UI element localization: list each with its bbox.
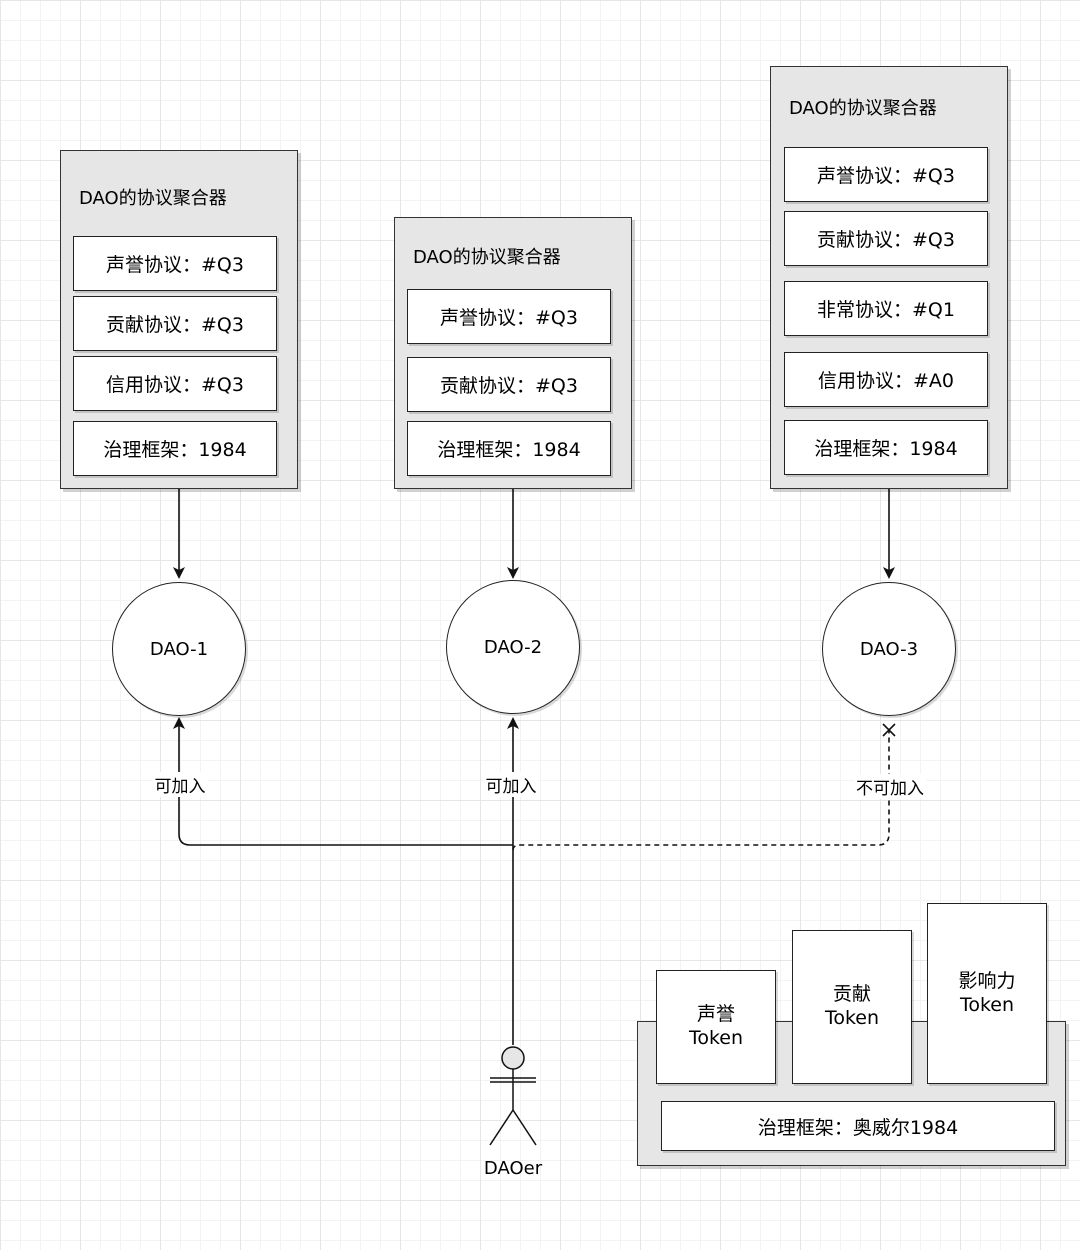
protocol-item: 非常协议：#Q1 <box>784 281 988 336</box>
reputation-token: 声誉 Token <box>656 970 776 1084</box>
edge-daoer-dao1 <box>173 717 513 846</box>
edge-label-dao1: 可加入 <box>152 772 208 797</box>
token-suffix: Token <box>688 1027 744 1049</box>
protocol-item: 贡献协议：#Q3 <box>407 357 611 412</box>
protocol-item: 贡献协议：#Q3 <box>73 296 277 351</box>
protocol-item: 信用协议：#Q3 <box>73 356 277 411</box>
protocol-item: 声誉协议：#Q3 <box>73 236 277 291</box>
token-name: 贡献 <box>832 983 871 1006</box>
contribution-token: 贡献 Token <box>792 930 912 1084</box>
token-suffix: Token <box>824 1007 880 1029</box>
blocked-cross-icon <box>882 723 896 737</box>
actor-figure-icon <box>489 1046 537 1146</box>
token-suffix: Token <box>959 993 1015 1016</box>
protocol-item: 声誉协议：#Q3 <box>407 289 611 344</box>
edge-daoer-dao3 <box>512 725 890 851</box>
token-name: 声誉 <box>696 1003 735 1026</box>
actor-label: DAOer <box>483 1158 543 1179</box>
dao-node-1: DAO-1 <box>112 582 246 716</box>
token-name: 影响力 <box>958 970 1016 992</box>
protocol-item: 信用协议：#A0 <box>784 352 988 407</box>
governance-framework: 治理框架：奥威尔1984 <box>661 1101 1055 1151</box>
aggregator-panel-3: DAO的协议聚合器 声誉协议：#Q3 贡献协议：#Q3 非常协议：#Q1 信用协… <box>770 66 1008 489</box>
governance-item: 治理框架：1984 <box>784 420 988 475</box>
aggregator-panel-1: DAO的协议聚合器 声誉协议：#Q3 贡献协议：#Q3 信用协议：#Q3 治理框… <box>60 150 298 489</box>
aggregator-panel-2: DAO的协议聚合器 声誉协议：#Q3 贡献协议：#Q3 治理框架：1984 <box>394 217 632 489</box>
governance-item: 治理框架：1984 <box>73 421 277 476</box>
protocol-item: 声誉协议：#Q3 <box>784 147 988 202</box>
aggregator-title: DAO的协议聚合器 <box>789 98 937 119</box>
governance-item: 治理框架：1984 <box>407 421 611 476</box>
edge-label-dao3: 不可加入 <box>854 774 926 799</box>
influence-token: 影响力 Token <box>927 903 1047 1084</box>
aggregator-title: DAO的协议聚合器 <box>413 247 561 268</box>
aggregator-title: DAO的协议聚合器 <box>79 188 227 209</box>
protocol-item: 贡献协议：#Q3 <box>784 211 988 266</box>
dao-node-3: DAO-3 <box>822 582 956 716</box>
dao-node-2: DAO-2 <box>446 580 580 714</box>
edge-label-dao2: 可加入 <box>483 772 539 797</box>
